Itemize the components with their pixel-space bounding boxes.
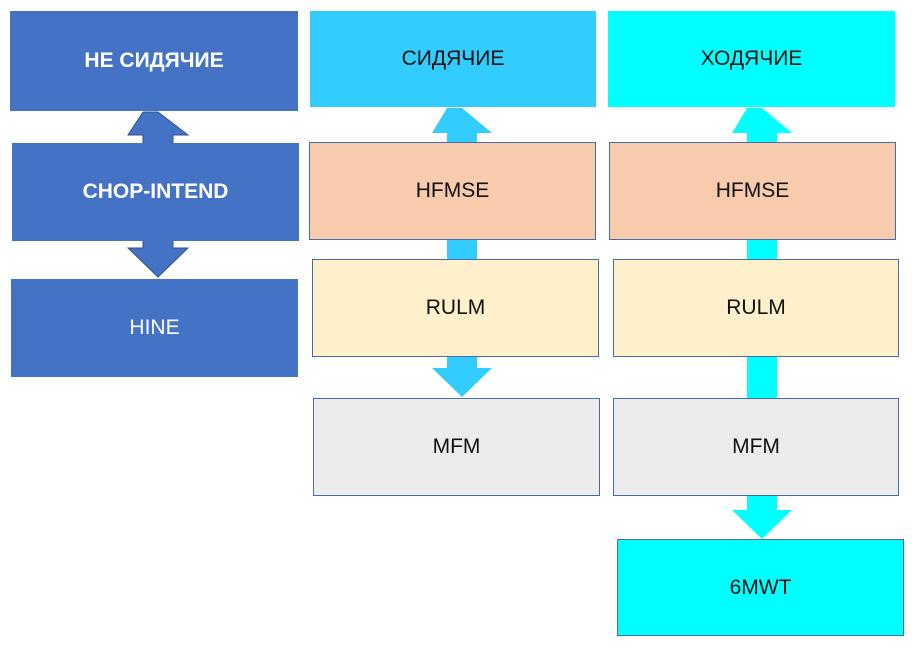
sitting-mfm-box: MFM <box>313 398 600 496</box>
hine-box: HINE <box>11 279 298 377</box>
walking-hfmse-box: HFMSE <box>609 142 896 240</box>
sitting-hfmse-label: HFMSE <box>415 179 490 202</box>
walking-mfm-box: MFM <box>613 398 899 496</box>
walking-hfmse-label: HFMSE <box>715 179 790 202</box>
walking-header-label: ХОДЯЧИЕ <box>700 47 803 70</box>
walking-6mwt-box: 6MWT <box>617 539 904 636</box>
hine-label: HINE <box>129 316 180 339</box>
chop-intend-box: CHOP-INTEND <box>12 143 299 241</box>
sitting-hfmse-box: HFMSE <box>309 142 596 240</box>
sitting-header-box: СИДЯЧИЕ <box>310 11 596 107</box>
sitting-mfm-label: MFM <box>432 435 481 458</box>
walking-header-box: ХОДЯЧИЕ <box>608 11 895 107</box>
walking-rulm-label: RULM <box>726 296 786 319</box>
chop-intend-label: CHOP-INTEND <box>82 180 229 203</box>
sitting-header-label: СИДЯЧИЕ <box>401 47 505 70</box>
non-sitting-header-box: НЕ СИДЯЧИЕ <box>10 11 298 111</box>
sitting-rulm-box: RULM <box>312 259 599 357</box>
non-sitting-header-label: НЕ СИДЯЧИЕ <box>84 49 224 72</box>
sitting-rulm-label: RULM <box>425 296 486 319</box>
walking-mfm-label: MFM <box>732 435 780 458</box>
walking-rulm-box: RULM <box>613 259 899 357</box>
walking-6mwt-label: 6MWT <box>729 575 792 599</box>
